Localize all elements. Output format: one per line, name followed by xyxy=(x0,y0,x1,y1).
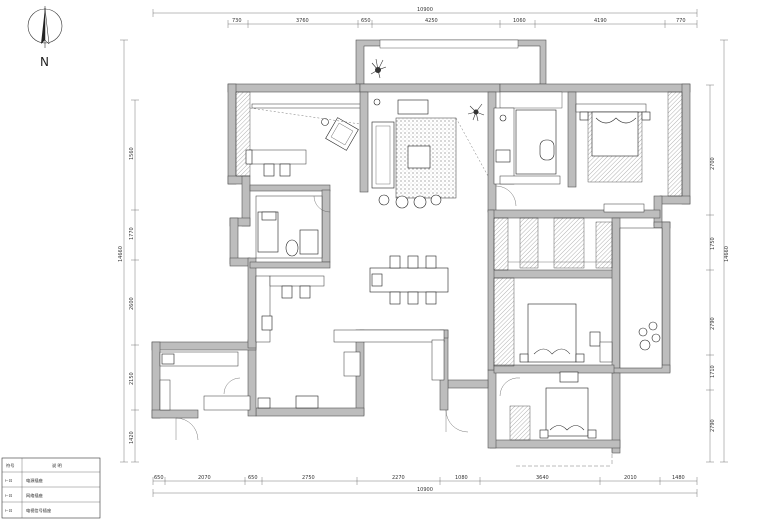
right-balcony xyxy=(619,227,663,369)
armchair-icon xyxy=(325,117,359,151)
dining-area xyxy=(333,255,449,381)
right-dim-3: 2790 xyxy=(710,317,716,330)
left-dim-1: 1560 xyxy=(129,147,135,160)
bottom-dim-7: 3640 xyxy=(536,475,549,481)
north-label: N xyxy=(40,55,49,69)
left-dim-4: 2150 xyxy=(129,372,135,385)
master-bathroom xyxy=(493,107,561,185)
top-balcony xyxy=(355,39,547,85)
kitchen xyxy=(159,275,325,411)
top-dim-3: 650 xyxy=(361,18,371,24)
bottom-dim-9: 1480 xyxy=(672,475,685,481)
closets xyxy=(493,217,613,271)
legend-row-1-text: 电源插座 xyxy=(26,477,43,484)
legend-header-symbol: 符号 xyxy=(6,462,14,469)
guest-bathroom xyxy=(255,195,323,259)
legend-row-3-symbol: ⊢⊡ xyxy=(5,508,12,513)
left-dimension: 14660 1560 1770 2600 2150 1420 xyxy=(118,39,139,463)
legend-row-1-symbol: ⊢⊡ xyxy=(5,478,12,483)
top-dim-4: 4250 xyxy=(425,18,438,24)
legend-row-3-text: 电视信号插座 xyxy=(26,507,51,514)
right-dim-1: 2700 xyxy=(710,157,716,170)
floor-plan xyxy=(151,39,691,467)
second-bedroom xyxy=(493,277,613,367)
top-total-dim: 10900 xyxy=(417,7,433,13)
legend-row-2-symbol: ⊢⊡ xyxy=(5,493,12,498)
north-arrow: N xyxy=(27,6,63,69)
bottom-dim-5: 2270 xyxy=(392,475,405,481)
interior-walls xyxy=(249,91,661,374)
door-swings xyxy=(175,185,521,441)
left-dim-3: 2600 xyxy=(129,297,135,310)
right-dim-5: 2790 xyxy=(710,419,716,432)
top-dim-6: 4190 xyxy=(594,18,607,24)
right-dimension: 14660 2700 1750 2790 1710 2790 xyxy=(706,39,730,463)
top-dim-7: 770 xyxy=(676,18,686,24)
top-dim-1: 730 xyxy=(232,18,242,24)
left-total-dim: 14660 xyxy=(118,246,124,262)
right-dim-4: 1710 xyxy=(710,365,716,378)
top-dimension: 10900 730 3760 650 4250 1060 4190 770 xyxy=(152,7,698,28)
left-dim-2: 1770 xyxy=(129,227,135,240)
left-dim-5: 1420 xyxy=(129,431,135,444)
legend-table: 符号 说 明 ⊢⊡ 电源插座 ⊢⊡ 网络插座 ⊢⊡ 电视信号插座 xyxy=(1,457,101,519)
bottom-dim-6: 1080 xyxy=(455,475,468,481)
top-dim-2: 3760 xyxy=(296,18,309,24)
master-bedroom xyxy=(575,91,683,213)
legend-row-2-text: 网络插座 xyxy=(26,492,43,499)
bottom-total-dim: 10900 xyxy=(417,487,433,493)
plant-icon xyxy=(467,103,485,122)
study-room xyxy=(235,91,361,177)
bottom-dim-2: 2070 xyxy=(198,475,211,481)
third-bedroom xyxy=(509,371,613,467)
right-dim-2: 1750 xyxy=(710,237,716,250)
bottom-dim-4: 2750 xyxy=(302,475,315,481)
bottom-dim-3: 650 xyxy=(248,475,258,481)
top-dim-5: 1060 xyxy=(513,18,526,24)
bottom-dim-8: 2010 xyxy=(624,475,637,481)
right-total-dim: 14660 xyxy=(724,246,730,262)
bottom-dim-1: 650 xyxy=(154,475,164,481)
bottom-dimension: 650 2070 650 2750 2270 1080 3640 2010 14… xyxy=(152,475,698,497)
living-room xyxy=(371,98,489,209)
legend-header-desc: 说 明 xyxy=(52,462,62,469)
plant-icon xyxy=(370,58,387,79)
